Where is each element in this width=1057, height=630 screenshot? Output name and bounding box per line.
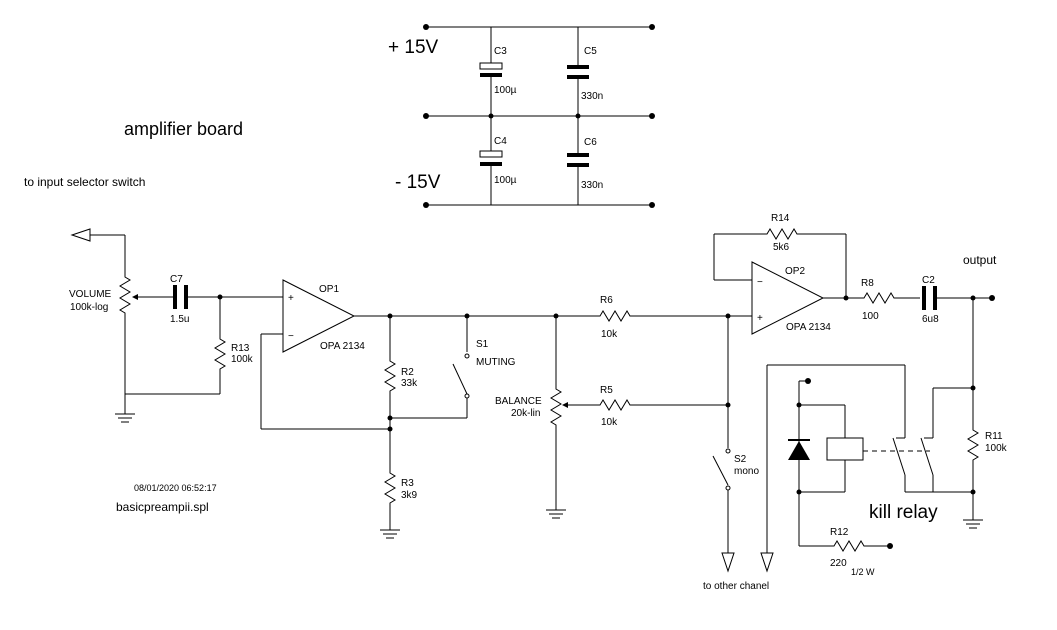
r14-value: 5k6	[773, 242, 790, 253]
ground-icon	[380, 529, 400, 539]
op2-ref: OP2	[785, 266, 805, 277]
filename: basicpreampii.spl	[116, 500, 209, 514]
r11-value: 100k	[985, 443, 1008, 454]
r14-ref: R14	[771, 213, 790, 224]
resistor-icon	[119, 273, 131, 317]
volume-value: 100k-log	[70, 302, 108, 313]
balance-label: BALANCE	[495, 396, 542, 407]
capacitor-c5	[567, 27, 589, 116]
kill-relay-section: R11 100k kill relay R12 220 1/2 W	[760, 298, 1008, 577]
switch-icon	[712, 448, 731, 553]
op1-part: OPA 2134	[320, 341, 365, 352]
capacitor-c6	[567, 116, 589, 205]
input-stage: VOLUME 100k-log C7 1.5u R13 100k	[69, 228, 283, 423]
r8-value: 100	[862, 311, 879, 322]
switch-icon	[452, 313, 470, 418]
r3-ref: R3	[401, 478, 414, 489]
r12-ref: R12	[830, 527, 849, 538]
c3-ref: C3	[494, 46, 507, 57]
op2-stage: − + R14 5k6 OP2 OPA 2134 R8 100 C2 6u8 o…	[713, 213, 997, 335]
c4-value: 100µ	[494, 175, 517, 186]
board-title: amplifier board	[124, 119, 243, 139]
c2-ref: C2	[922, 275, 935, 286]
op2-part: OPA 2134	[786, 322, 831, 333]
opamp-icon	[751, 261, 825, 335]
c6-value: 330n	[581, 180, 603, 191]
ground-icon	[115, 394, 135, 423]
r5-value: 10k	[601, 417, 618, 428]
c6-ref: C6	[584, 137, 597, 148]
capacitor-c2	[922, 286, 937, 310]
r2-ref: R2	[401, 367, 414, 378]
other-channel-label: to other chanel	[703, 581, 769, 592]
opamp-icon	[282, 279, 356, 353]
c5-value: 330n	[581, 91, 603, 102]
r5-ref: R5	[600, 385, 613, 396]
r2-value: 33k	[401, 378, 418, 389]
op2-plus-symbol: +	[757, 313, 763, 324]
op1-stage: + − OP1 OPA 2134 R2	[260, 279, 596, 539]
c4-ref: C4	[494, 136, 507, 147]
diode-icon	[788, 439, 810, 460]
triangle-connector-icon	[760, 552, 774, 573]
capacitor-c7	[162, 285, 283, 309]
r8-ref: R8	[861, 278, 874, 289]
s1-label: MUTING	[476, 357, 516, 368]
r13-value: 100k	[231, 354, 254, 365]
volume-label: VOLUME	[69, 289, 112, 300]
minus-15v-label: - 15V	[395, 172, 441, 193]
s1-ref: S1	[476, 339, 489, 350]
balance-stage: BALANCE 20k-lin R6 10k R5 10k S2 mono to…	[495, 295, 769, 592]
op2-minus-symbol: −	[757, 277, 763, 288]
r6-value: 10k	[601, 329, 618, 340]
r6-ref: R6	[600, 295, 613, 306]
op1-minus-symbol: −	[288, 331, 294, 342]
plus-15v-label: + 15V	[388, 37, 439, 58]
c3-value: 100µ	[494, 85, 517, 96]
c5-ref: C5	[584, 46, 597, 57]
output-label: output	[963, 253, 997, 267]
r12-value: 220	[830, 558, 847, 569]
c7-value: 1.5u	[170, 314, 189, 325]
r3-value: 3k9	[401, 490, 418, 501]
power-supply: + 15V - 15V C3 100µ C5 330n C4 100µ C6 3…	[388, 24, 655, 208]
balance-value: 20k-lin	[511, 408, 540, 419]
kill-relay-label: kill relay	[869, 502, 938, 523]
ground-icon	[546, 509, 566, 519]
ground-icon	[963, 519, 983, 529]
op1-plus-symbol: +	[288, 293, 294, 304]
triangle-connector-icon	[721, 552, 735, 573]
input-note: to input selector switch	[24, 175, 145, 189]
s2-ref: S2	[734, 454, 747, 465]
triangle-connector-icon	[70, 228, 91, 242]
c7-ref: C7	[170, 274, 183, 285]
op1-ref: OP1	[319, 284, 339, 295]
r13-ref: R13	[231, 343, 250, 354]
relay-coil-icon	[826, 437, 864, 461]
capacitor-c3	[479, 27, 503, 116]
capacitor-c4	[479, 116, 503, 205]
r11-ref: R11	[985, 431, 1003, 442]
s2-label: mono	[734, 466, 759, 477]
c2-value: 6u8	[922, 314, 939, 325]
r12-rating: 1/2 W	[851, 567, 875, 577]
timestamp: 08/01/2020 06:52:17	[134, 483, 217, 493]
